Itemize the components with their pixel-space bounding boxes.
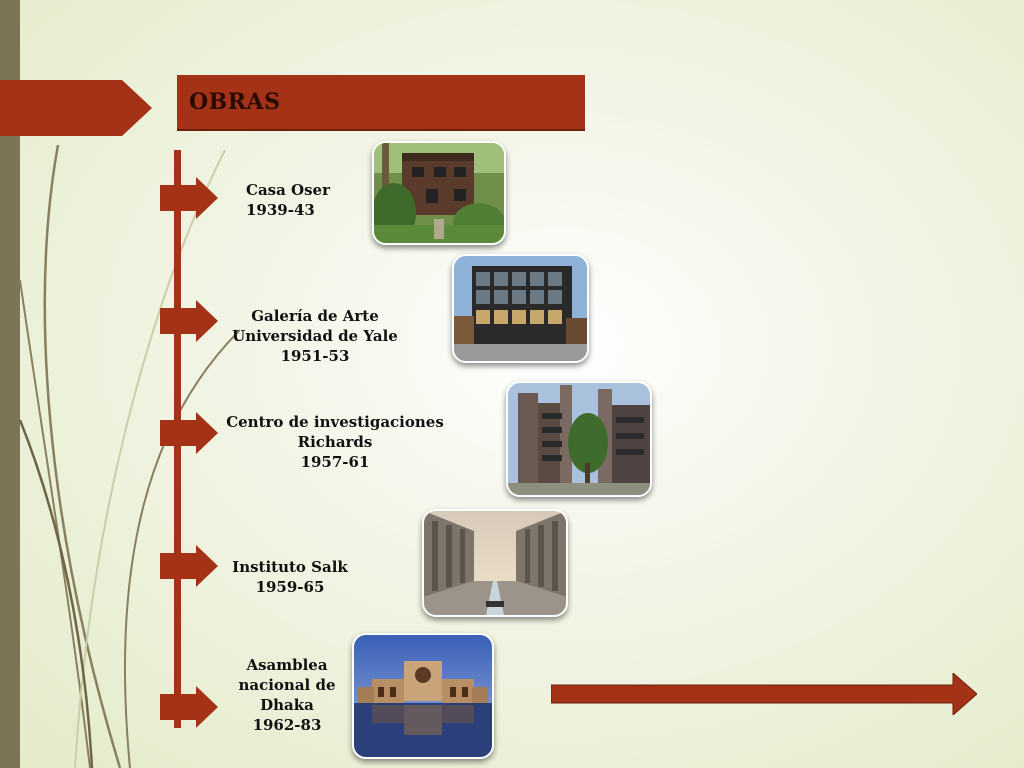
- dhaka-assembly-photo: [352, 633, 494, 759]
- slide-title: OBRAS: [189, 89, 281, 115]
- timeline-arrow-icon: [160, 177, 218, 219]
- work-name: Richards: [297, 433, 373, 451]
- work-name: Centro de investigaciones: [226, 413, 444, 431]
- continuation-arrow-icon: [551, 673, 977, 715]
- timeline-arrow-icon: [160, 412, 218, 454]
- work-name: Casa Oser: [246, 181, 331, 199]
- work-label-casa-oser: Casa Oser 1939-43: [230, 180, 366, 220]
- timeline-arrow-icon: [160, 686, 218, 728]
- work-years: 1962-83: [252, 716, 322, 734]
- decorative-curves: [18, 144, 240, 768]
- work-years: 1939-43: [246, 201, 315, 219]
- work-name: Universidad de Yale: [232, 327, 398, 345]
- title-arrow-icon: [0, 80, 152, 136]
- salk-institute-photo: [422, 509, 568, 617]
- left-side-bar: [0, 0, 20, 768]
- yale-art-gallery-photo: [452, 254, 589, 363]
- casa-oser-photo: [372, 141, 506, 245]
- timeline-arrow-icon: [160, 545, 218, 587]
- timeline-arrow-icon: [160, 300, 218, 342]
- work-label-richards: Centro de investigaciones Richards 1957-…: [212, 412, 458, 472]
- work-name: Instituto Salk: [232, 558, 348, 576]
- work-years: 1951-53: [280, 347, 350, 365]
- work-name: nacional de: [238, 676, 336, 694]
- work-label-yale: Galería de Arte Universidad de Yale 1951…: [215, 306, 415, 366]
- work-years: 1957-61: [300, 453, 370, 471]
- work-years: 1959-65: [255, 578, 325, 596]
- work-label-salk: Instituto Salk 1959-65: [222, 557, 358, 597]
- title-banner: OBRAS: [177, 75, 585, 131]
- work-label-dhaka: Asamblea nacional de Dhaka 1962-83: [228, 655, 346, 735]
- work-name: Dhaka: [260, 696, 314, 714]
- richards-labs-photo: [506, 381, 652, 497]
- work-name: Asamblea: [246, 656, 328, 674]
- work-name: Galería de Arte: [251, 307, 379, 325]
